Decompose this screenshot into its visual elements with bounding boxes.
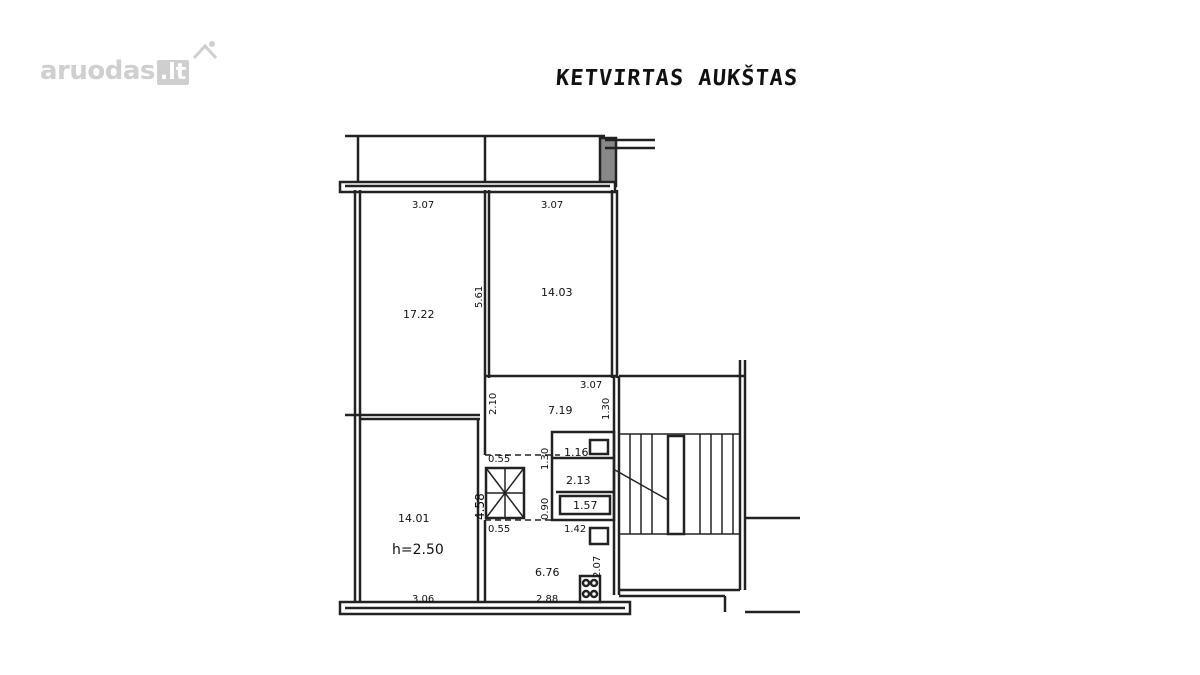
dim-bottom-left-width: 3.06: [412, 594, 434, 605]
logo-suffix: .lt: [156, 60, 190, 85]
dim-hall-left: 2.10: [488, 393, 499, 415]
area-room-bottom-left: 14.01: [398, 512, 430, 525]
walls: [338, 134, 800, 616]
house-logo-icon: [192, 41, 218, 60]
dim-closet-side2: 0.90: [540, 498, 551, 520]
dim-closet-side: 1.30: [540, 448, 551, 470]
area-wc: 1.16: [564, 446, 589, 459]
dim-kitchen-depth: 2.07: [592, 556, 603, 578]
logo-text: aruodas: [40, 56, 155, 86]
dim-bottom-left-depth: 4.58: [473, 493, 487, 520]
dim-kitchen-width: 2.88: [536, 594, 558, 605]
ceiling-height: h=2.50: [392, 542, 444, 558]
area-room-top-right: 14.03: [541, 286, 573, 299]
area-corridor: 2.13: [566, 474, 591, 487]
dim-top-right-width: 3.07: [541, 200, 563, 211]
area-room-top-left: 17.22: [403, 308, 435, 321]
dim-top-rooms-depth: 5.61: [474, 286, 485, 308]
dim-hall-width: 3.07: [580, 380, 602, 391]
aruodas-logo: aruodas.lt: [40, 41, 218, 96]
area-bathroom: 1.57: [573, 499, 598, 512]
dim-hall-right: 1.30: [601, 398, 612, 420]
dim-closet-top: 0.55: [488, 454, 510, 465]
area-hall: 7.19: [548, 404, 573, 417]
dim-bath-width: 1.42: [564, 524, 586, 535]
dim-top-left-width: 3.07: [412, 200, 434, 211]
dim-closet-bottom: 0.55: [488, 524, 510, 535]
area-kitchen: 6.76: [535, 566, 560, 579]
